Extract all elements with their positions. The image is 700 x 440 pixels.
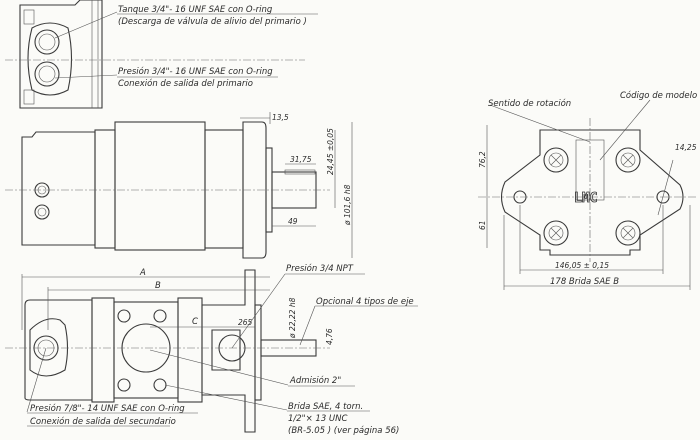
intake-label: Admisión 2": [289, 375, 341, 386]
dim-bolt-spacing: 146,05 ± 0,15: [555, 261, 609, 270]
pressure-npt-label: Presión 3/4 NPT: [286, 263, 354, 274]
dim-hole-diameter: 14,25: [675, 143, 697, 152]
shaft-option-label: Opcional 4 tipos de eje: [316, 297, 414, 307]
dim-a: A: [139, 268, 146, 278]
dim-b: B: [155, 281, 161, 291]
model-code-label: Código de modelo: [620, 90, 697, 101]
secondary-pressure-label: Presión 7/8"- 14 UNF SAE con O-ring: [30, 403, 185, 414]
bottom-view: A B C 265 ø 22,22 h8 4,76 Presión 3/4 NP…: [5, 263, 418, 436]
dim-pilot-diameter: ø 101,6 h8: [343, 184, 352, 226]
dim-c: C: [192, 317, 198, 327]
dim-key-length: 31,75: [290, 155, 312, 164]
pressure-port-note: Conexión de salida del primario: [118, 78, 253, 89]
dim-flange-thickness: 13,5: [272, 113, 289, 122]
side-view: 13,5 31,75 49 24,45 ±0,05 ø 101,6 h8: [5, 112, 353, 259]
dim-lower-height: 61: [478, 220, 487, 230]
dim-upper-height: 76,2: [478, 151, 487, 168]
dim-shaft-diameter: ø 22,22 h8: [288, 297, 297, 339]
pressure-port-label: Presión 3/4"- 16 UNF SAE con O-ring: [118, 66, 273, 77]
tank-port-label: Tanque 3/4"- 16 UNF SAE con O-ring: [118, 5, 273, 15]
dim-flange-width: 178 Brida SAE B: [550, 277, 619, 287]
front-view: LMC Sentido de rotación Código de modelo…: [478, 90, 698, 290]
lmc-logo: LMC: [574, 191, 597, 206]
flange-label: Brida SAE, 4 torn.: [288, 402, 363, 412]
rotation-direction-label: Sentido de rotación: [488, 98, 571, 109]
flange-ref-label: (BR-5.05 ) (ver página 56): [288, 426, 399, 436]
secondary-pressure-note: Conexión de salida del secundario: [30, 416, 176, 427]
top-view: Tanque 3/4"- 16 UNF SAE con O-ring (Desc…: [5, 0, 318, 109]
dim-key-width: 4,76: [325, 328, 334, 345]
flange-thread-label: 1/2"× 13 UNC: [288, 414, 348, 424]
dim-shaft-length: 49: [288, 217, 298, 226]
dim-key-height: 24,45 ±0,05: [326, 128, 335, 175]
dim-265: 265: [238, 318, 253, 327]
tank-port-note: (Descarga de válvula de alivio del prima…: [118, 17, 307, 27]
